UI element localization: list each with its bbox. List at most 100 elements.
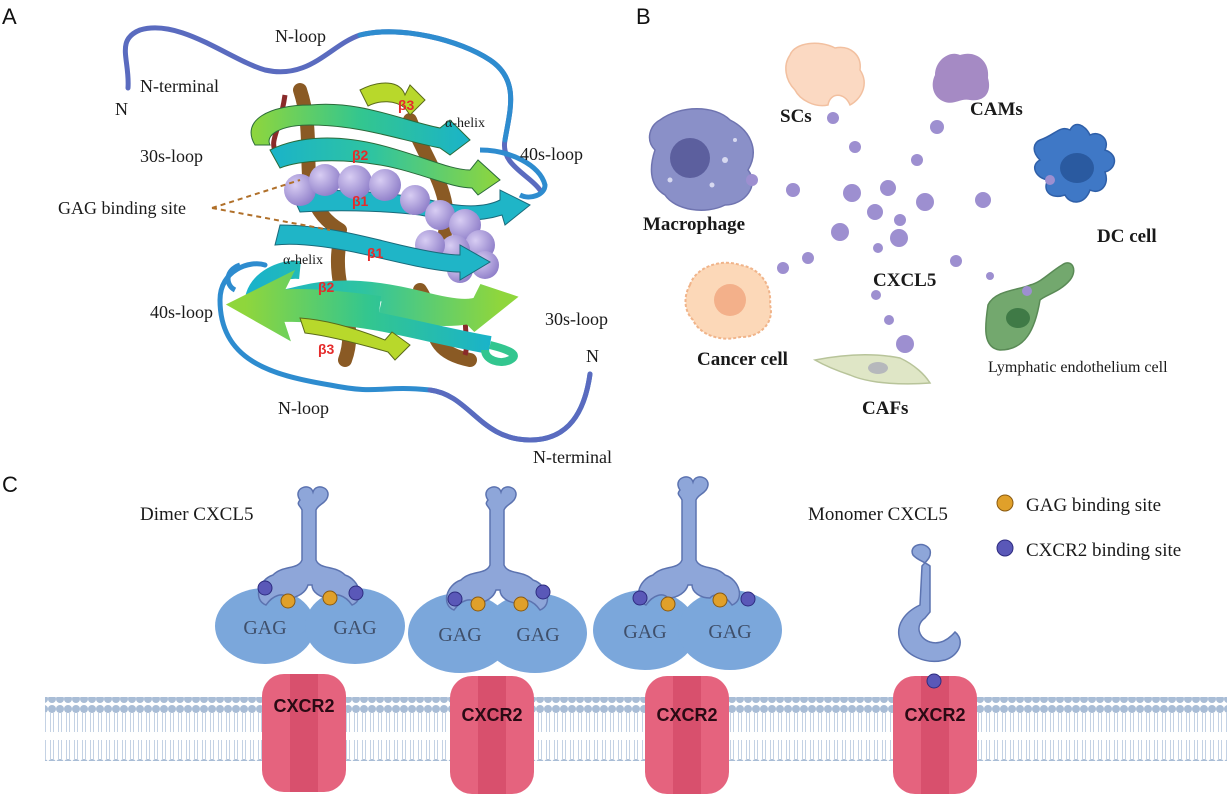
legend-item-gag: GAG binding site: [996, 494, 1161, 516]
monomer-title: Monomer CXCL5: [808, 504, 948, 525]
cell-membrane: [45, 697, 1227, 761]
cam-cell-icon: [932, 53, 990, 103]
cxcl5-dot: [916, 193, 934, 211]
cxcl5-dot: [884, 315, 894, 325]
gag-pair: GAG GAG: [408, 593, 587, 673]
beta-sheet-bottom: [225, 224, 519, 366]
legend: GAG binding site CXCR2 binding site: [996, 494, 1181, 561]
cxcr2-receptor: CXCR2: [893, 676, 977, 794]
n-terminal-bottom-label: N-terminal: [533, 447, 612, 467]
cxcr2-label: CXCR2: [273, 696, 334, 716]
panel-c-label: C: [2, 472, 18, 497]
beta2-bottom-label: β2: [318, 279, 335, 295]
lymphatic-label: Lymphatic endothelium cell: [988, 359, 1168, 376]
cxcl5-dot: [975, 192, 991, 208]
cxcl5-dot: [1022, 286, 1032, 296]
loop-40s-left-label: 40s-loop: [150, 302, 213, 322]
chemokine-monomer-icon: [898, 543, 961, 662]
beta3-top-label: β3: [398, 97, 415, 113]
alpha-helix-bottom-label: α-helix: [283, 253, 323, 268]
macrophage-label: Macrophage: [643, 214, 745, 235]
monomer-complex: CXCR2: [893, 543, 977, 794]
gag-label: GAG: [623, 621, 666, 643]
beta1-bottom-label: β1: [367, 245, 384, 261]
cxcl5-dot: [777, 262, 789, 274]
n-right-label: N: [586, 346, 599, 366]
schwann-cell-icon: [785, 42, 865, 107]
cxcl5-molecules: [746, 112, 1055, 353]
chemokine-dimer-icon: [257, 486, 361, 606]
cxcl5-dot: [890, 229, 908, 247]
cxcl5-dot: [930, 120, 944, 134]
dimer-complex-1: CXCR2 GAG GAG: [215, 486, 405, 792]
beta3-bottom-label: β3: [318, 341, 335, 357]
cxcr2-receptor: CXCR2: [645, 676, 729, 794]
cxcr2-label: CXCR2: [904, 705, 965, 725]
cafs-label: CAFs: [862, 398, 908, 419]
loop-40s-right-label: 40s-loop: [520, 144, 583, 164]
dc-cell-icon: [1033, 123, 1116, 203]
cxcl5-dot: [871, 290, 881, 300]
scs-label: SCs: [780, 106, 812, 127]
loop-30s-right-label: 30s-loop: [545, 309, 608, 329]
chemokine-dimer-icon: [445, 486, 549, 611]
cxcl5-dot: [827, 112, 839, 124]
cancer-cell-icon: [684, 261, 772, 340]
lymphatic-cell-icon: [984, 262, 1075, 351]
macrophage-icon: [648, 108, 754, 211]
panel-a: A: [2, 4, 612, 467]
dimer-title: Dimer CXCL5: [140, 504, 253, 525]
gag-pair: GAG GAG: [215, 588, 405, 664]
n-terminal-top-label: N-terminal: [140, 76, 219, 96]
panel-a-label: A: [2, 4, 17, 29]
cxcl5-dot: [950, 255, 962, 267]
caf-cell-icon: [812, 353, 932, 385]
gag-label: GAG: [333, 617, 376, 639]
cxcl5-dot: [831, 223, 849, 241]
dimer-complex-3: CXCR2 GAG GAG: [593, 476, 782, 794]
beta1-top-label: β1: [352, 193, 369, 209]
dc-cell-label: DC cell: [1097, 226, 1157, 247]
cancer-cell-label: Cancer cell: [697, 349, 788, 370]
cxcl5-dot: [849, 141, 861, 153]
cxcr2-label: CXCR2: [656, 705, 717, 725]
cxcl5-dot: [880, 180, 896, 196]
gag-label: GAG: [516, 624, 559, 646]
cxcr2-label: CXCR2: [461, 705, 522, 725]
cxcl5-dot: [802, 252, 814, 264]
n-left-label: N: [115, 99, 128, 119]
gag-binding-site-label: GAG binding site: [58, 198, 186, 218]
cxcl5-dot: [786, 183, 800, 197]
cxcl5-dot: [911, 154, 923, 166]
chemokine-dimer-icon: [637, 476, 741, 606]
cxcl5-dot: [843, 184, 861, 202]
loop-30s-left-label: 30s-loop: [140, 146, 203, 166]
cxcl5-dot: [1045, 175, 1055, 185]
cxcl5-dot: [896, 335, 914, 353]
legend-cxcr2-label: CXCR2 binding site: [1026, 540, 1181, 561]
cxcl5-dot: [867, 204, 883, 220]
n-loop-bottom-label: N-loop: [278, 398, 329, 418]
protein-coil-top: [122, 25, 543, 193]
cxcr2-receptor: CXCR2: [262, 674, 346, 792]
panel-c: C CXCR2 GAG GAG: [2, 472, 1227, 794]
panel-b: B: [636, 4, 1168, 419]
legend-gag-label: GAG binding site: [1026, 495, 1161, 516]
protein-coil-bottom: [217, 261, 593, 443]
panel-b-label: B: [636, 4, 651, 29]
cxcr2-receptor: CXCR2: [450, 676, 534, 794]
beta2-top-label: β2: [352, 147, 369, 163]
alpha-helix-top-label: α-helix: [445, 116, 485, 131]
cxcl5-dot: [894, 214, 906, 226]
gag-label: GAG: [708, 621, 751, 643]
cxcl5-label: CXCL5: [873, 270, 936, 291]
gag-label: GAG: [243, 617, 286, 639]
dimer-complex-2: CXCR2 GAG GAG: [408, 486, 587, 794]
cams-label: CAMs: [970, 99, 1023, 120]
cxcl5-dot: [746, 174, 758, 186]
cxcl5-dot: [873, 243, 883, 253]
cxcl5-dot: [986, 272, 994, 280]
legend-item-cxcr2: CXCR2 binding site: [996, 539, 1181, 561]
n-loop-top-label: N-loop: [275, 26, 326, 46]
gag-label: GAG: [438, 624, 481, 646]
